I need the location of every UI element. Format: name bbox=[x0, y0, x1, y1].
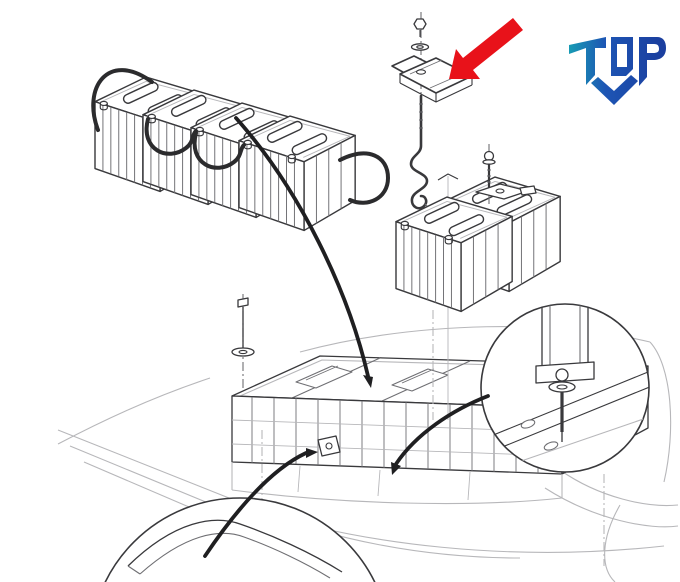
tray-inner-component bbox=[317, 435, 341, 457]
logo-letter-p bbox=[639, 37, 666, 86]
washer-icon bbox=[548, 381, 576, 393]
fender-curve bbox=[127, 519, 343, 579]
washer-icon bbox=[231, 347, 255, 357]
bolt-head-icon bbox=[483, 150, 495, 162]
hold-down-nut bbox=[413, 18, 427, 30]
logo-letter-o bbox=[611, 37, 633, 76]
hold-down-bracket bbox=[391, 55, 473, 103]
clamp-bolt bbox=[482, 144, 496, 204]
detail-circle-left bbox=[104, 497, 376, 582]
j-bolt bbox=[409, 94, 429, 210]
clamp-plate bbox=[475, 183, 537, 200]
battery-bank bbox=[91, 68, 390, 232]
bolt-head-icon bbox=[237, 297, 249, 308]
nut-icon bbox=[555, 368, 569, 382]
battery-left bbox=[395, 196, 513, 313]
top-logo bbox=[569, 37, 666, 105]
arrowhead-icon bbox=[306, 448, 318, 458]
main-cable-arrow bbox=[234, 116, 373, 388]
detail-circle-right bbox=[480, 303, 650, 473]
arrowhead-icon bbox=[391, 462, 401, 475]
detail-jbolt-seated bbox=[485, 304, 649, 471]
arrowhead-icon bbox=[363, 375, 373, 388]
logo-letter-t bbox=[569, 37, 606, 85]
logo-shield-point bbox=[591, 75, 638, 105]
hold-down-assembly bbox=[391, 12, 473, 233]
hold-down-washer bbox=[410, 43, 430, 51]
washer-icon bbox=[482, 159, 496, 165]
jumper-cables bbox=[91, 68, 390, 205]
callout-arrow-left bbox=[203, 448, 318, 558]
battery-4 bbox=[238, 115, 356, 232]
red-arrow bbox=[449, 18, 523, 79]
callout-arrow-right bbox=[391, 394, 490, 475]
battery-pair bbox=[395, 144, 561, 313]
tray-mounting-bolt bbox=[231, 294, 255, 390]
